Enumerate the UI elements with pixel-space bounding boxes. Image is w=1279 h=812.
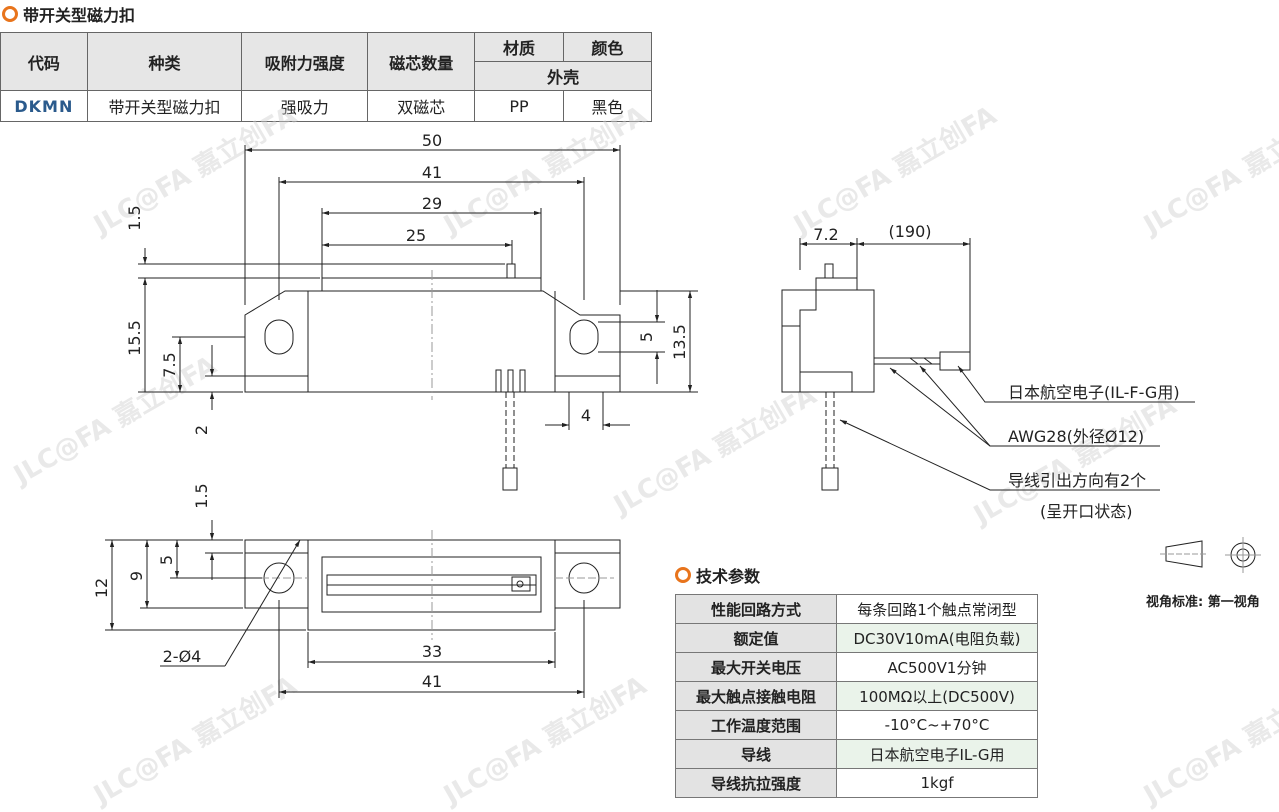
tech-title: 技术参数 xyxy=(675,563,760,587)
cell-force: 强吸力 xyxy=(241,90,369,122)
bullet-ring-icon xyxy=(675,567,691,583)
dim-190: (190) xyxy=(888,222,931,241)
dim-5: 5 xyxy=(637,332,656,342)
dim-25: 25 xyxy=(406,226,426,245)
dim-29: 29 xyxy=(422,194,442,213)
dim-15-5: 15.5 xyxy=(125,320,144,356)
callout-connector: 日本航空电子(IL-F-G用) xyxy=(1008,383,1180,402)
table-row: 导线日本航空电子IL-G用 xyxy=(675,739,1038,769)
table-row: 工作温度范围-10°C~+70°C xyxy=(675,710,1038,740)
callout-wire: AWG28(外径Ø12) xyxy=(1008,427,1144,446)
callout-lead-direction: 导线引出方向有2个 xyxy=(1008,471,1146,490)
dim-top-41: 41 xyxy=(422,672,442,691)
spec-table: 代码 种类 吸附力强度 磁芯数量 材质 颜色 外壳 DKMN 带开关型磁力扣 强… xyxy=(0,32,653,122)
cell-cores: 双磁芯 xyxy=(367,90,476,122)
dim-2: 2 xyxy=(192,425,211,435)
dim-7-5: 7.5 xyxy=(160,352,179,377)
side-view xyxy=(781,238,1195,491)
callout-state: (呈开口状态) xyxy=(1040,502,1133,521)
bullet-ring-icon xyxy=(2,6,18,22)
page-title: 带开关型磁力扣 xyxy=(2,2,135,26)
dim-41: 41 xyxy=(422,163,442,182)
table-row: 性能回路方式每条回路1个触点常闭型 xyxy=(675,594,1038,624)
projection-symbol-icon xyxy=(1160,537,1261,573)
dim-1-5: 1.5 xyxy=(125,205,144,230)
dim-7-2: 7.2 xyxy=(813,225,838,244)
dim-top-5: 5 xyxy=(157,555,176,565)
dim-top-9: 9 xyxy=(127,571,146,581)
dim-top-1-5: 1.5 xyxy=(192,483,211,508)
cell-code: DKMN xyxy=(0,90,88,122)
th-color: 颜色 xyxy=(562,32,653,62)
dim-top-12: 12 xyxy=(92,578,111,598)
cell-color: 黑色 xyxy=(562,90,653,122)
th-shell: 外壳 xyxy=(474,61,652,91)
th-code: 代码 xyxy=(0,32,88,91)
th-cores: 磁芯数量 xyxy=(367,32,476,91)
top-view xyxy=(105,520,621,698)
dim-hole: 2-Ø4 xyxy=(163,647,202,666)
cell-material: PP xyxy=(474,90,564,122)
th-material: 材质 xyxy=(474,32,564,62)
projection-label: 视角标准: 第一视角 xyxy=(1146,594,1260,610)
dim-4: 4 xyxy=(581,406,591,425)
dim-50: 50 xyxy=(422,131,442,150)
dim-top-33: 33 xyxy=(422,642,442,661)
front-view xyxy=(138,145,698,491)
th-force: 吸附力强度 xyxy=(241,32,369,91)
dim-13-5: 13.5 xyxy=(670,324,689,360)
cell-kind: 带开关型磁力扣 xyxy=(86,90,243,122)
th-kind: 种类 xyxy=(86,32,243,91)
